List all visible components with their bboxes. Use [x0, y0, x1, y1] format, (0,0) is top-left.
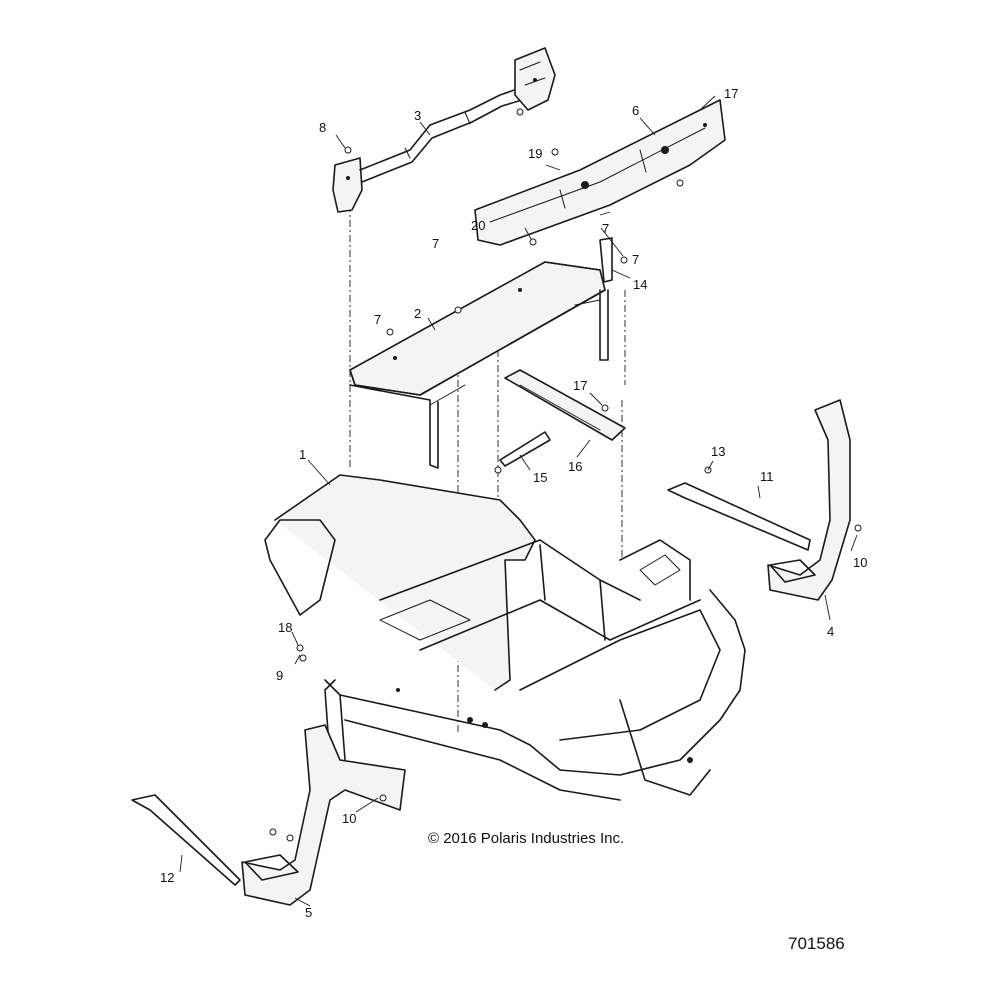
callout-13: 13: [711, 444, 725, 459]
callout-12: 12: [160, 870, 174, 885]
callout-7-b: 7: [374, 312, 381, 327]
callout-4: 4: [827, 624, 834, 639]
callout-labels: 1 2 3 4 5 6 7 7 7 7 8 9 10 10 11 12 13 1…: [160, 86, 867, 920]
part-12-left-side-bar: [131, 794, 241, 886]
callout-19: 19: [528, 146, 542, 161]
callout-10-b: 10: [853, 555, 867, 570]
callout-2: 2: [414, 306, 421, 321]
fasteners: [269, 108, 862, 842]
callout-16: 16: [568, 459, 582, 474]
callout-5: 5: [305, 905, 312, 920]
callout-9: 9: [276, 668, 283, 683]
callout-20: 20: [471, 218, 485, 233]
callout-14: 14: [633, 277, 647, 292]
part-14-strut: [599, 237, 613, 283]
callout-1: 1: [299, 447, 306, 462]
callout-7-a: 7: [432, 236, 439, 251]
leader-lines: [179, 95, 858, 907]
part-15-bracket: [499, 431, 551, 467]
part-16-skid-plate: [504, 369, 626, 441]
callout-15: 15: [533, 470, 547, 485]
part-2-bed-frame: [349, 261, 609, 469]
callout-18: 18: [278, 620, 292, 635]
callout-6: 6: [632, 103, 639, 118]
part-5-left-nerf-bar: [241, 724, 406, 906]
part-4-right-nerf-bar: [767, 399, 851, 601]
callout-17-a: 17: [724, 86, 738, 101]
figure-number: 701586: [788, 934, 845, 953]
part-3-upper-cross-tube: [332, 47, 556, 213]
callout-7-c: 7: [602, 221, 609, 236]
callout-11: 11: [760, 469, 774, 484]
callout-3: 3: [414, 108, 421, 123]
callout-7-d: 7: [632, 252, 639, 267]
callout-17-b: 17: [573, 378, 587, 393]
copyright-notice: © 2016 Polaris Industries Inc.: [428, 830, 625, 847]
callout-10-a: 10: [342, 811, 356, 826]
part-6-rear-panel: [474, 99, 726, 246]
callout-8: 8: [319, 120, 326, 135]
part-11-side-bar: [667, 482, 811, 551]
